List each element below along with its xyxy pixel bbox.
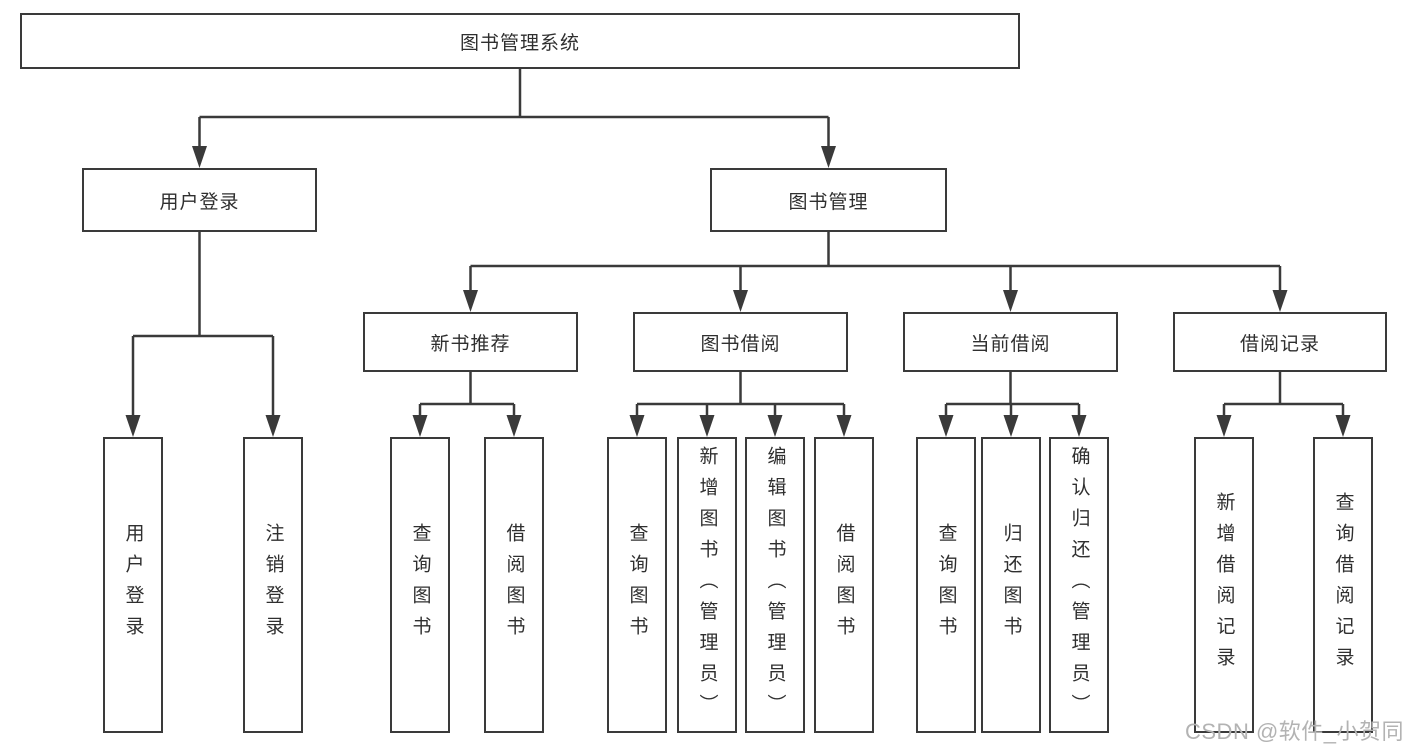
- leaf-query-books-current-label: 查询图书: [935, 523, 957, 647]
- leaf-edit-book-admin-label: 编辑图书（管理员）: [764, 445, 786, 725]
- leaf-query-books-borrow-label: 查询图书: [626, 523, 648, 647]
- leaf-query-books-recommend-label: 查询图书: [409, 523, 431, 647]
- leaf-borrow-books-label: 借阅图书: [833, 523, 855, 647]
- leaf-borrow-books-recommend-label: 借阅图书: [503, 523, 525, 647]
- leaf-logout-label: 注销登录: [262, 523, 284, 647]
- leaf-add-book-admin-label: 新增图书（管理员）: [696, 445, 718, 725]
- leaf-query-books-borrow: 查询图书: [607, 437, 667, 733]
- connector-path: [131, 69, 1345, 417]
- node-new-book-recommendation: 新书推荐: [363, 312, 578, 372]
- leaf-add-book-admin: 新增图书（管理员）: [677, 437, 737, 733]
- node-book-management: 图书管理: [710, 168, 947, 232]
- leaf-query-borrow-record: 查询借阅记录: [1313, 437, 1373, 733]
- node-current-borrowing: 当前借阅: [903, 312, 1118, 372]
- leaf-borrow-books: 借阅图书: [814, 437, 874, 733]
- leaf-return-books-label: 归还图书: [1000, 523, 1022, 647]
- node-borrowing-records: 借阅记录: [1173, 312, 1387, 372]
- leaf-user-login: 用户登录: [103, 437, 163, 733]
- node-user-login: 用户登录: [82, 168, 317, 232]
- leaf-confirm-return-admin: 确认归还（管理员）: [1049, 437, 1109, 733]
- leaf-query-books-current: 查询图书: [916, 437, 976, 733]
- leaf-edit-book-admin: 编辑图书（管理员）: [745, 437, 805, 733]
- leaf-confirm-return-admin-label: 确认归还（管理员）: [1068, 445, 1090, 725]
- node-book-borrowing: 图书借阅: [633, 312, 848, 372]
- leaf-borrow-books-recommend: 借阅图书: [484, 437, 544, 733]
- node-library-management-system: 图书管理系统: [20, 13, 1020, 69]
- leaf-user-login-label: 用户登录: [122, 523, 144, 647]
- leaf-logout: 注销登录: [243, 437, 303, 733]
- leaf-return-books: 归还图书: [981, 437, 1041, 733]
- leaf-query-books-recommend: 查询图书: [390, 437, 450, 733]
- leaf-add-borrow-record: 新增借阅记录: [1194, 437, 1254, 733]
- csdn-watermark: CSDN @软件_小贺同学: [1185, 719, 1405, 744]
- arrowheads: [125, 146, 1351, 437]
- leaf-query-borrow-record-label: 查询借阅记录: [1332, 492, 1354, 678]
- leaf-add-borrow-record-label: 新增借阅记录: [1213, 492, 1235, 678]
